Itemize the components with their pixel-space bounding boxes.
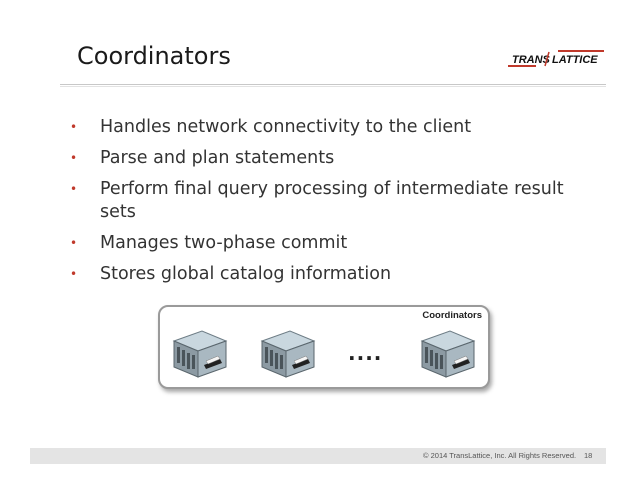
footer-bar (30, 448, 606, 464)
ellipsis: .... (348, 341, 383, 365)
server-icon (260, 330, 316, 378)
title-divider (60, 84, 606, 85)
bullet-icon: • (70, 267, 78, 281)
coordinators-diagram: Coordinators .... (158, 305, 490, 389)
diagram-label: Coordinators (422, 310, 482, 321)
title-divider-shadow (60, 86, 606, 87)
server-icon (420, 330, 476, 378)
bullet-item: • Manages two-phase commit (70, 232, 590, 255)
slide-title: Coordinators (77, 42, 231, 70)
bullet-item: • Stores global catalog information (70, 263, 590, 286)
server-icon (172, 330, 228, 378)
bullet-text: Parse and plan statements (100, 148, 335, 168)
bullet-icon: • (70, 182, 78, 196)
footer-copyright: © 2014 TransLattice, Inc. All Rights Res… (423, 451, 577, 460)
bullet-list: • Handles network connectivity to the cli… (70, 116, 590, 294)
bullet-text: Manages two-phase commit (100, 233, 348, 253)
bullet-item: • Perform final query processing of inter… (70, 178, 570, 224)
svg-text:TRANS: TRANS (512, 54, 551, 66)
bullet-item: • Handles network connectivity to the cli… (70, 116, 590, 139)
bullet-icon: • (70, 151, 78, 165)
bullet-icon: • (70, 236, 78, 250)
translattice-logo: TRANS LATTICE (506, 50, 606, 67)
bullet-text: Handles network connectivity to the clie… (100, 117, 472, 137)
page-number: 18 (584, 451, 593, 460)
bullet-item: • Parse and plan statements (70, 147, 590, 170)
bullet-text: Stores global catalog information (100, 264, 392, 284)
svg-text:LATTICE: LATTICE (552, 54, 598, 66)
bullet-text: Perform final query processing of interm… (100, 179, 564, 222)
bullet-icon: • (70, 120, 78, 134)
